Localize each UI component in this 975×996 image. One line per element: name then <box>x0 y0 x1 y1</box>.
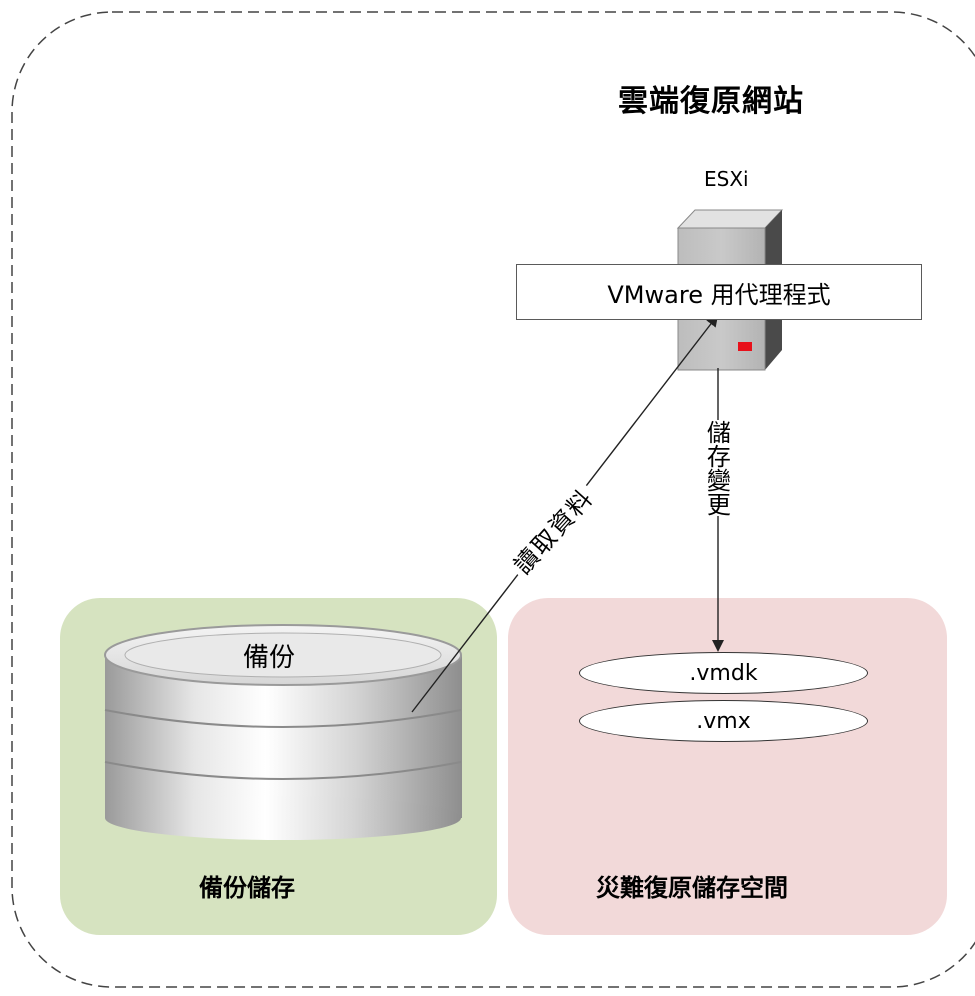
store-changes-label: 儲存變更 <box>702 420 731 516</box>
server-led-icon <box>738 342 752 351</box>
vmdk-file: .vmdk <box>579 652 868 694</box>
vmware-agent-box: VMware 用代理程式 <box>516 264 922 320</box>
site-title: 雲端復原網站 <box>618 84 804 119</box>
esxi-label: ESXi <box>704 167 749 191</box>
backup-disk-label: 備份 <box>243 643 296 673</box>
backup-disk-icon <box>104 624 462 840</box>
backup-storage-label: 備份儲存 <box>199 874 295 902</box>
dr-storage-label: 災難復原儲存空間 <box>596 874 788 902</box>
vmx-file: .vmx <box>579 700 868 742</box>
